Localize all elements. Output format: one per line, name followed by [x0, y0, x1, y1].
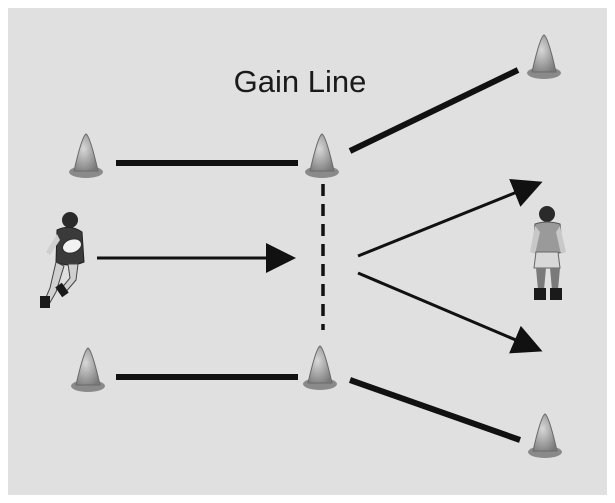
gain-line-label: Gain Line	[234, 64, 367, 99]
attacking-player-with-ball	[40, 212, 85, 308]
lower-diagonal-line	[349, 377, 521, 443]
upper-pass-arrow	[357, 179, 543, 258]
lower-pass-arrow	[357, 271, 543, 354]
upper-diagonal-line	[348, 67, 520, 154]
defending-player	[530, 206, 566, 300]
field-background	[8, 8, 607, 495]
